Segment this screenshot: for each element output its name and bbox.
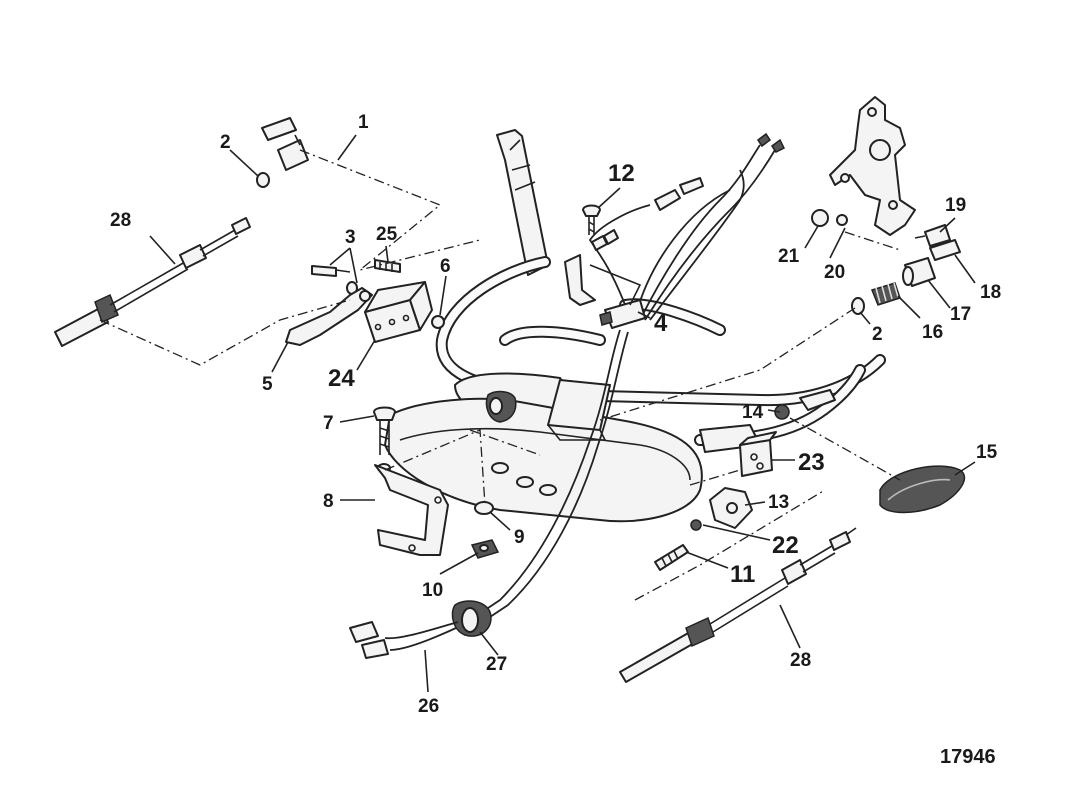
left-linkage (54, 117, 857, 683)
callout-20: 20 (824, 262, 845, 283)
callout-9: 9 (514, 527, 525, 548)
callout-1: 1 (358, 112, 369, 133)
callout-27: 27 (486, 654, 507, 675)
callout-15: 15 (976, 442, 998, 463)
callout-11: 11 (730, 561, 755, 588)
callout-23: 23 (798, 449, 825, 476)
figure-number: 17946 (940, 746, 996, 768)
callout-2-left: 2 (220, 132, 231, 153)
callout-labels: 1 2 28 3 25 6 5 24 7 8 9 10 12 4 14 23 1… (110, 112, 1001, 768)
callout-28-left: 28 (110, 210, 131, 231)
callout-16: 16 (922, 322, 943, 343)
callout-24: 24 (328, 365, 355, 392)
callout-5: 5 (262, 374, 273, 395)
callout-28-right: 28 (790, 650, 811, 671)
callout-25: 25 (376, 224, 398, 245)
callout-10: 10 (422, 580, 443, 601)
assembly-center-lines (99, 149, 901, 601)
callout-6: 6 (440, 256, 451, 277)
callout-2-right: 2 (872, 324, 883, 345)
callout-3: 3 (345, 227, 356, 248)
wire-harness (349, 132, 786, 659)
leader-lines (149, 134, 976, 693)
callout-21: 21 (778, 246, 800, 267)
callout-8: 8 (323, 491, 334, 512)
callout-12: 12 (608, 160, 635, 187)
callout-22: 22 (772, 532, 799, 559)
callout-7: 7 (323, 413, 334, 434)
throttle-linkage-right (654, 96, 966, 571)
callout-4: 4 (654, 310, 668, 337)
callout-13: 13 (768, 492, 789, 513)
callout-19: 19 (945, 195, 966, 216)
callout-26: 26 (418, 696, 439, 717)
callout-18: 18 (980, 282, 1001, 303)
callout-17: 17 (950, 304, 971, 325)
callout-14: 14 (742, 402, 764, 423)
